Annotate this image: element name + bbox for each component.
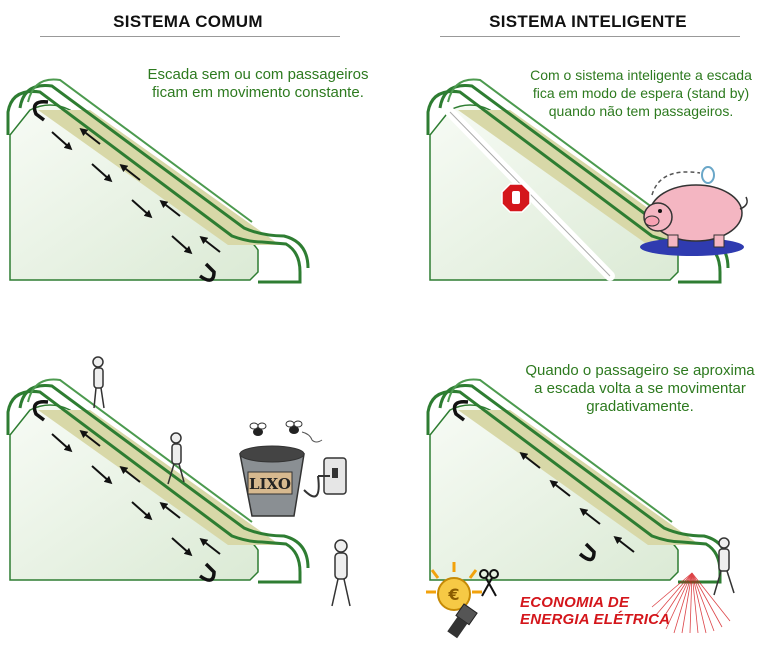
motion-sensor-illustration: [651, 537, 735, 634]
walking-person-icon: [713, 537, 735, 596]
caption-top-right-line3: quando não tem passageiros.: [548, 103, 734, 119]
escalator-panel-common-empty: [6, 77, 310, 284]
direction-arrows: [51, 128, 221, 255]
caption-bottom-right-line1: Quando o passageiro se aproxima: [525, 362, 755, 379]
trash-can-label: LIXO: [249, 475, 291, 493]
u-turn-arrow-icon: [198, 562, 216, 582]
walking-person-icon: [92, 356, 105, 409]
caption-top-right: Com o sistema inteligente a escada fica …: [510, 66, 768, 120]
u-turn-arrow-icon: [32, 100, 49, 122]
fly-icon: [249, 422, 267, 436]
walking-person-icon: [331, 539, 351, 607]
u-turn-arrow-icon: [578, 542, 596, 562]
caption-top-right-line1: Com o sistema inteligente a escada: [530, 67, 752, 83]
economy-label-line1: ECONOMIA DE: [520, 594, 630, 611]
caption-top-left: Escada sem ou com passageiros ficam em m…: [128, 66, 388, 102]
motion-sensor-icon: [651, 572, 731, 634]
trash-can-illustration: LIXO: [239, 420, 347, 517]
walking-person-icon: [167, 432, 185, 485]
caption-bottom-right: Quando o passageiro se aproxima a escada…: [520, 362, 760, 416]
coin-icon: [701, 166, 715, 184]
escalator-icon: [6, 77, 310, 284]
escalator-panel-smart-standby: [426, 77, 730, 284]
light-bulb-icon: €: [426, 562, 499, 639]
heading-sistema-comum: SISTEMA COMUM: [113, 12, 263, 31]
scissors-icon: [479, 569, 499, 597]
piggy-bank-icon: [640, 166, 748, 256]
caption-top-left-line1: Escada sem ou com passageiros: [147, 66, 369, 83]
fly-icon: [285, 420, 303, 434]
economy-label: ECONOMIA DE ENERGIA ELÉTRICA: [520, 594, 670, 628]
escalator-panel-common-passengers: [6, 356, 310, 584]
caption-top-right-line2: fica em modo de espera (stand by): [532, 85, 750, 101]
heading-sistema-inteligente: SISTEMA INTELIGENTE: [489, 12, 687, 31]
u-turn-arrow-icon: [198, 262, 216, 282]
u-turn-arrow-icon: [452, 400, 469, 422]
direction-arrows: [519, 452, 635, 553]
escalator-panel-smart-active: [426, 377, 730, 584]
caption-bottom-right-line2: a escada volta a se movimentar: [534, 380, 746, 397]
coin-drop-path: [651, 171, 701, 196]
svg-text:€: €: [447, 585, 459, 604]
economy-label-line2: ENERGIA ELÉTRICA: [520, 611, 671, 628]
u-turn-arrow-icon: [32, 400, 49, 422]
power-plug-icon: [303, 457, 347, 498]
caption-top-left-line2: ficam em movimento constante.: [152, 84, 364, 101]
heading-rule-left: [40, 36, 340, 37]
caption-bottom-right-line3: gradativamente.: [586, 398, 694, 415]
direction-arrows: [51, 430, 221, 557]
heading-rule-right: [440, 36, 740, 37]
stop-hand-sign-icon: [501, 183, 531, 213]
